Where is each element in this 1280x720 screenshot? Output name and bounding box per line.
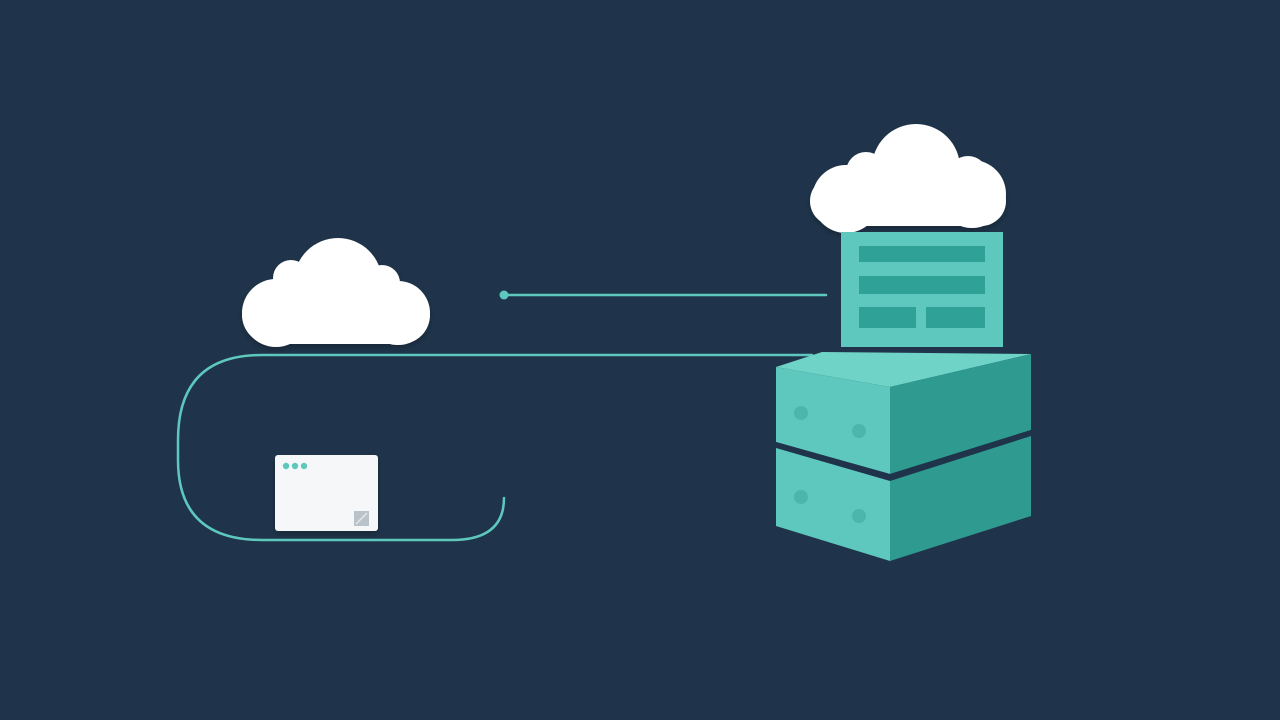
window-dot-3 — [300, 462, 308, 470]
connectors — [176, 290, 828, 542]
window-dot-2 — [291, 462, 299, 470]
lower-block-screw-right — [852, 509, 866, 523]
panel-slot-top — [859, 246, 985, 262]
server-block-divider — [776, 430, 1031, 481]
server-stack-icon — [776, 352, 1031, 561]
server-block-lower — [776, 436, 1031, 561]
loop-connector-line — [176, 353, 814, 542]
server-block-upper — [776, 352, 1031, 474]
window-dot-1 — [282, 462, 290, 470]
upper-block-screw-left — [794, 406, 808, 420]
upper-block-screw-right — [852, 424, 866, 438]
left-cloud-icon — [242, 238, 430, 347]
lower-block-screw-left — [794, 490, 808, 504]
browser-window-icon — [275, 455, 378, 531]
server-panel-icon — [841, 232, 1003, 347]
right-cloud-icon — [810, 124, 1006, 233]
panel-slot-bottom-left — [859, 307, 916, 328]
panel-slot-middle — [859, 276, 985, 294]
panel-slot-bottom-right — [926, 307, 985, 328]
upper-connector-endpoint — [499, 290, 509, 300]
